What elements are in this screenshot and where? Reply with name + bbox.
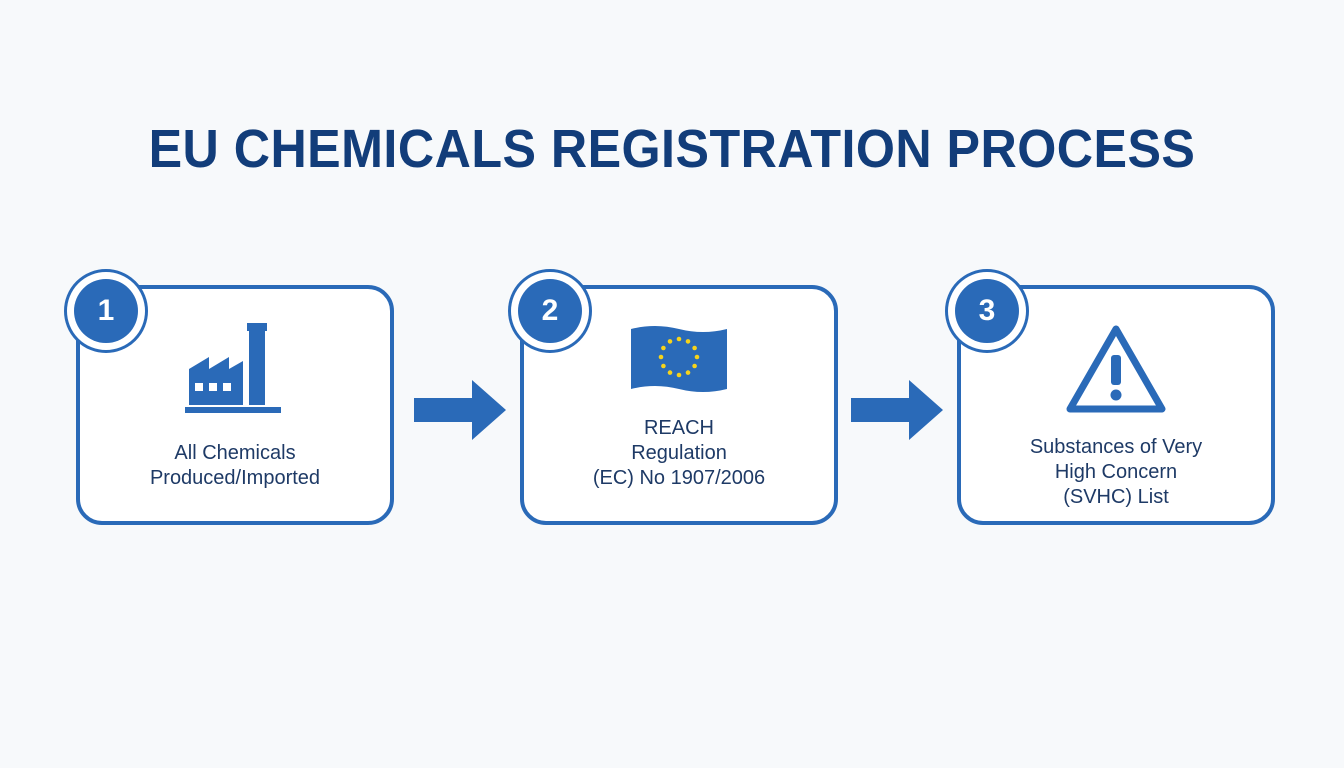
step-1-label-line-1: All Chemicals [174, 442, 296, 464]
step-1-badge: 1 [64, 269, 148, 353]
diagram-title: EU CHEMICALS REGISTRATION PROCESS [148, 119, 1196, 179]
step-3-card: 3 Substances of Very High Concern (SVHC)… [945, 269, 1275, 525]
step-2-label-line-1: REACH [643, 417, 714, 439]
step-2-label-line-2: Regulation [631, 442, 727, 464]
arrow-right-icon [414, 380, 506, 440]
eu-flag-icon [631, 326, 727, 392]
step-2-badge: 2 [508, 269, 592, 353]
step-3-label-line-2: High Concern [1054, 461, 1178, 483]
step-1-number: 1 [74, 279, 138, 343]
step-1-label-line-2: Produced/Imported [149, 467, 321, 489]
step-3-badge: 3 [945, 269, 1029, 353]
step-3-label: Substances of Very High Concern (SVHC) L… [961, 435, 1271, 510]
step-3-label-line-3: (SVHC) List [1063, 486, 1169, 508]
step-1-card: 1 All Chemicals Produced/Imported [64, 269, 394, 525]
step-2-number: 2 [518, 279, 582, 343]
step-3-number: 3 [955, 279, 1019, 343]
step-2-card: 2 REACH Regulation (EC) No 1907/2006 [508, 269, 838, 525]
factory-icon [185, 323, 281, 413]
warning-icon [1066, 325, 1166, 413]
step-2-label: REACH Regulation (EC) No 1907/2006 [524, 416, 834, 491]
step-1-label: All Chemicals Produced/Imported [80, 441, 390, 491]
arrow-right-icon [851, 380, 943, 440]
step-3-label-line-1: Substances of Very [1029, 436, 1203, 458]
step-2-label-line-3: (EC) No 1907/2006 [592, 467, 766, 489]
